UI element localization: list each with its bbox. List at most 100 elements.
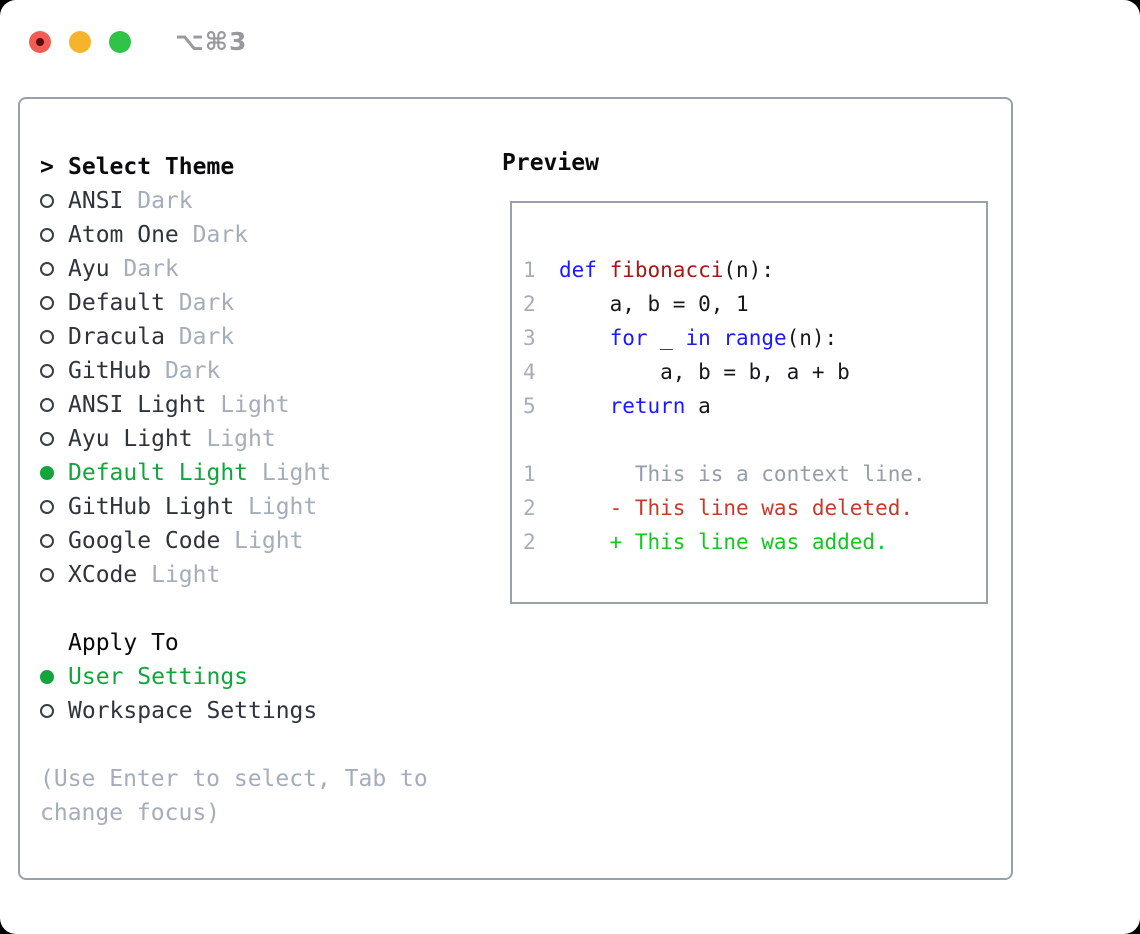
- code-token-keyword: def: [559, 258, 597, 282]
- theme-option-dracula-dark[interactable]: Dracula Dark: [40, 320, 490, 354]
- focus-caret-icon: >: [40, 154, 54, 180]
- theme-option-default-dark[interactable]: Default Dark: [40, 286, 490, 320]
- diff-line-text: + This line was added.: [559, 530, 888, 554]
- code-token-plain: [711, 326, 724, 350]
- radio-cell: [40, 562, 68, 588]
- apply-option-user-settings[interactable]: User Settings: [40, 660, 490, 694]
- radio-icon: [40, 330, 54, 344]
- code-line: 3 for _ in range(n):: [523, 321, 986, 355]
- radio-icon: [40, 296, 54, 310]
- theme-variant: Dark: [178, 222, 249, 248]
- radio-cell: [40, 392, 68, 418]
- line-number: 1: [523, 258, 536, 282]
- theme-option-google-code-light[interactable]: Google Code Light: [40, 524, 490, 558]
- theme-variant: Dark: [151, 358, 221, 384]
- radio-cell: [40, 256, 68, 282]
- radio-cell: [40, 698, 68, 724]
- theme-option-ayu-dark[interactable]: Ayu Dark: [40, 252, 490, 286]
- theme-option-ansi-light-light[interactable]: ANSI Light Light: [40, 388, 490, 422]
- theme-option-github-light-light[interactable]: GitHub Light Light: [40, 490, 490, 524]
- theme-name: Dracula: [68, 324, 165, 350]
- code-token-keyword: return: [609, 394, 686, 418]
- line-number: 2: [523, 496, 536, 520]
- preview-pane: 1 def fibonacci (n): 2 a, b = 0, 1 3 for _ i…: [510, 201, 988, 604]
- code-line: 5 return a: [523, 389, 986, 423]
- radio-icon: [40, 534, 54, 548]
- code-token-keyword: in: [685, 326, 711, 350]
- radio-cell: [40, 528, 68, 554]
- close-button[interactable]: [29, 30, 51, 53]
- theme-name: ANSI: [68, 188, 124, 214]
- theme-variant: Dark: [123, 188, 193, 214]
- diff-line-context: 1 This is a context line.: [523, 457, 986, 491]
- theme-variant: Light: [137, 562, 221, 588]
- apply-option-workspace-settings[interactable]: Workspace Settings: [40, 694, 490, 728]
- code-token-function: fibonacci: [609, 258, 724, 282]
- code-token-plain: [559, 394, 610, 418]
- theme-name: Ayu: [68, 256, 110, 282]
- theme-variant: Light: [206, 392, 290, 418]
- code-token-keyword: range: [723, 326, 787, 350]
- apply-option-label: User Settings: [68, 664, 249, 690]
- radio-cell: [40, 188, 68, 214]
- window-title-shortcut: ⌥⌘3: [175, 27, 248, 56]
- radio-icon: [40, 500, 54, 514]
- close-dot-icon: [36, 37, 44, 46]
- code-token-plain: a, b = 0, 1: [559, 292, 749, 316]
- apply-to-header: Apply To: [40, 626, 490, 660]
- code-token-plain: a, b = b, a + b: [559, 360, 850, 384]
- theme-option-xcode-light[interactable]: XCode Light: [40, 558, 490, 592]
- line-number: 5: [523, 394, 536, 418]
- zoom-button[interactable]: [109, 30, 131, 53]
- line-number: 2: [523, 530, 536, 554]
- theme-option-default-light-light[interactable]: Default Light Light: [40, 456, 490, 490]
- theme-name: Google Code: [68, 528, 221, 554]
- theme-name: Default Light: [68, 460, 249, 486]
- minimize-button[interactable]: [69, 30, 91, 53]
- radio-icon: [40, 398, 54, 412]
- select-theme-title: Select Theme: [68, 154, 235, 180]
- line-number: 1: [523, 462, 536, 486]
- theme-option-ansi-dark[interactable]: ANSI Dark: [40, 184, 490, 218]
- code-token-plain: _: [647, 326, 686, 350]
- theme-option-github-dark[interactable]: GitHub Dark: [40, 354, 490, 388]
- code-token-plain: (n):: [786, 326, 838, 350]
- diff-line-text: This is a context line.: [559, 462, 926, 486]
- theme-name: GitHub Light: [68, 494, 235, 520]
- radio-icon: [40, 364, 54, 378]
- theme-option-ayu-light-light[interactable]: Ayu Light Light: [40, 422, 490, 456]
- radio-cell: [40, 494, 68, 520]
- preview-blank-line: [523, 423, 986, 457]
- theme-name: Ayu Light: [68, 426, 193, 452]
- radio-icon: [40, 228, 54, 242]
- code-token-plain: [559, 326, 610, 350]
- theme-variant: Dark: [109, 256, 179, 282]
- code-token-keyword: for: [609, 326, 648, 350]
- diff-line-deleted: 2 - This line was deleted.: [523, 491, 986, 525]
- theme-variant: Dark: [164, 290, 235, 316]
- radio-selected-icon: [40, 466, 54, 480]
- radio-cell: [40, 222, 68, 248]
- apply-option-label: Workspace Settings: [68, 698, 318, 724]
- theme-variant: Light: [234, 494, 318, 520]
- diff-line-added: 2 + This line was added.: [523, 525, 986, 559]
- code-line: 4 a, b = b, a + b: [523, 355, 986, 389]
- radio-selected-icon: [40, 670, 54, 684]
- radio-icon: [40, 262, 54, 276]
- theme-option-atom-one-dark[interactable]: Atom One Dark: [40, 218, 490, 252]
- radio-icon: [40, 704, 54, 718]
- radio-cell: [40, 324, 68, 350]
- diff-line-text: - This line was deleted.: [559, 496, 914, 520]
- select-theme-header: > Select Theme: [40, 150, 490, 184]
- code-token-plain: a: [685, 394, 711, 418]
- radio-icon: [40, 568, 54, 582]
- line-number: 4: [523, 360, 536, 384]
- radio-icon: [40, 194, 54, 208]
- radio-icon: [40, 432, 54, 446]
